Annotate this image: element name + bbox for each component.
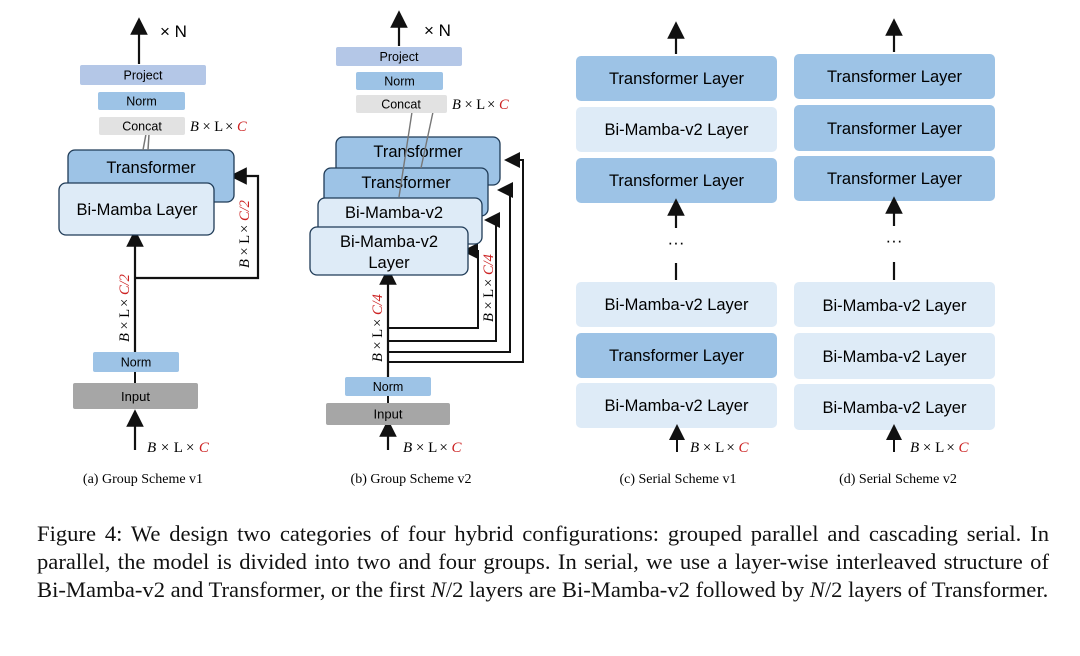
input-shape-label-c: B × L× C xyxy=(690,440,750,456)
split-shape-label-a-left: B × L× C/2 xyxy=(117,274,133,342)
panel-a-group-scheme-v1: B × L× C Input Norm B × L× C/2 B × L× C/… xyxy=(58,17,260,487)
concat-shape-label-a: B × L× C xyxy=(190,119,247,135)
layer-c-top-2-label: Bi-Mamba-v2 Layer xyxy=(605,121,749,139)
norm-label-a-bottom: Norm xyxy=(121,356,152,370)
hybrid-configurations-diagram: B × L× C Input Norm B × L× C/2 B × L× C/… xyxy=(58,10,995,487)
norm-label-a-top: Norm xyxy=(126,95,157,109)
panel-b-group-scheme-v2: B × L× C Input Norm B × L× C/4 B × L× C/… xyxy=(309,10,524,487)
layer-d-top-3-label: Transformer Layer xyxy=(827,170,963,188)
transformer-label-a: Transformer xyxy=(106,159,196,177)
caption-tail: /2 layers of Transformer. xyxy=(824,577,1049,602)
layer-d-top-1 xyxy=(794,54,995,99)
ellipsis-c: ··· xyxy=(668,233,685,252)
concat-label-b: Concat xyxy=(381,98,421,112)
input-label-b: Input xyxy=(374,407,403,422)
layer-d-bottom-2 xyxy=(794,333,995,379)
layer-c-top-2 xyxy=(576,107,777,152)
layer-c-top-1 xyxy=(576,56,777,101)
repeat-label-b: × N xyxy=(424,21,451,40)
layer-d-bottom-3 xyxy=(794,384,995,430)
layer-d-top-3 xyxy=(794,156,995,201)
norm-block-b-bottom xyxy=(345,377,431,396)
figure-caption: Figure 4: We design two categories of fo… xyxy=(37,520,1049,604)
caption-math-n-1: N xyxy=(430,577,446,602)
layer-d-top-1-label: Transformer Layer xyxy=(827,68,963,86)
input-shape-label-b: B × L× C xyxy=(403,440,463,456)
bi-mamba-label-a: Bi-Mamba Layer xyxy=(76,201,198,219)
norm-block-b-top xyxy=(356,72,443,90)
caption-math-n-2: N xyxy=(809,577,825,602)
bi-mamba-v2-label-b-front-line2: Layer xyxy=(368,254,410,272)
split-shape-label-a-right: B × L× C/2 xyxy=(237,200,253,268)
concat-block-b xyxy=(356,95,447,113)
transformer-label-b-front: Transformer xyxy=(361,174,451,192)
norm-block-a-top xyxy=(98,92,185,110)
input-shape-label-d: B × L× C xyxy=(910,440,970,456)
layer-d-bottom-3-label: Bi-Mamba-v2 Layer xyxy=(823,399,967,417)
panel-d-serial-scheme-v2: Transformer Layer Transformer Layer Tran… xyxy=(794,18,995,487)
split-shape-label-b-right: B × L× C/4 xyxy=(481,254,497,322)
project-label-a: Project xyxy=(124,69,163,83)
bi-mamba-block-a xyxy=(58,182,215,236)
caption-panel-c: (c) Serial Scheme v1 xyxy=(619,472,736,487)
layer-c-top-1-label: Transformer Layer xyxy=(609,70,745,88)
caption-mid: /2 layers are Bi-Mamba-v2 followed by xyxy=(445,577,810,602)
caption-panel-a: (a) Group Scheme v1 xyxy=(83,472,203,487)
ellipsis-d: ··· xyxy=(886,231,903,250)
repeat-label-a: × N xyxy=(160,22,187,41)
bi-mamba-v2-label-b-front-line1: Bi-Mamba-v2 xyxy=(340,233,438,251)
project-block-a xyxy=(80,65,206,85)
input-block-b xyxy=(326,403,450,425)
concat-block-a xyxy=(99,117,185,135)
norm-label-b-top: Norm xyxy=(384,75,415,89)
input-label-a: Input xyxy=(121,389,150,404)
project-label-b: Project xyxy=(380,50,419,64)
figure-caption-text: Figure 4: We design two categories of fo… xyxy=(37,520,1049,604)
caption-panel-d: (d) Serial Scheme v2 xyxy=(839,472,957,487)
layer-c-bottom-2 xyxy=(576,333,777,378)
concat-shape-label-b: B × L× C xyxy=(452,97,509,113)
transformer-label-b-back: Transformer xyxy=(373,143,463,161)
layer-c-bottom-1 xyxy=(576,282,777,327)
input-block-a xyxy=(73,383,198,409)
panel-c-serial-scheme-v1: Transformer Layer Bi-Mamba-v2 Layer Tran… xyxy=(576,21,777,487)
layer-c-bottom-3-label: Bi-Mamba-v2 Layer xyxy=(605,397,749,415)
norm-block-a-bottom xyxy=(93,352,179,372)
split-shape-label-b-left: B × L× C/4 xyxy=(370,294,386,362)
caption-lead: Figure 4: We design two categories of fo… xyxy=(37,521,1049,602)
layer-d-bottom-1 xyxy=(794,282,995,327)
layer-d-top-2 xyxy=(794,105,995,151)
input-shape-label-a: B × L× C xyxy=(147,440,210,456)
layer-c-top-3-label: Transformer Layer xyxy=(609,172,745,190)
project-block-b xyxy=(336,47,462,66)
layer-d-bottom-1-label: Bi-Mamba-v2 Layer xyxy=(823,297,967,315)
bi-mamba-v2-block-b-front xyxy=(309,226,469,276)
layer-c-bottom-1-label: Bi-Mamba-v2 Layer xyxy=(605,296,749,314)
concat-label-a: Concat xyxy=(122,120,162,134)
layer-c-top-3 xyxy=(576,158,777,203)
bi-mamba-v2-label-b-back: Bi-Mamba-v2 xyxy=(345,204,443,222)
layer-d-bottom-2-label: Bi-Mamba-v2 Layer xyxy=(823,348,967,366)
layer-c-bottom-2-label: Transformer Layer xyxy=(609,347,745,365)
norm-label-b-bottom: Norm xyxy=(373,380,404,394)
caption-panel-b: (b) Group Scheme v2 xyxy=(351,472,472,487)
layer-c-bottom-3 xyxy=(576,383,777,428)
layer-d-top-2-label: Transformer Layer xyxy=(827,120,963,138)
